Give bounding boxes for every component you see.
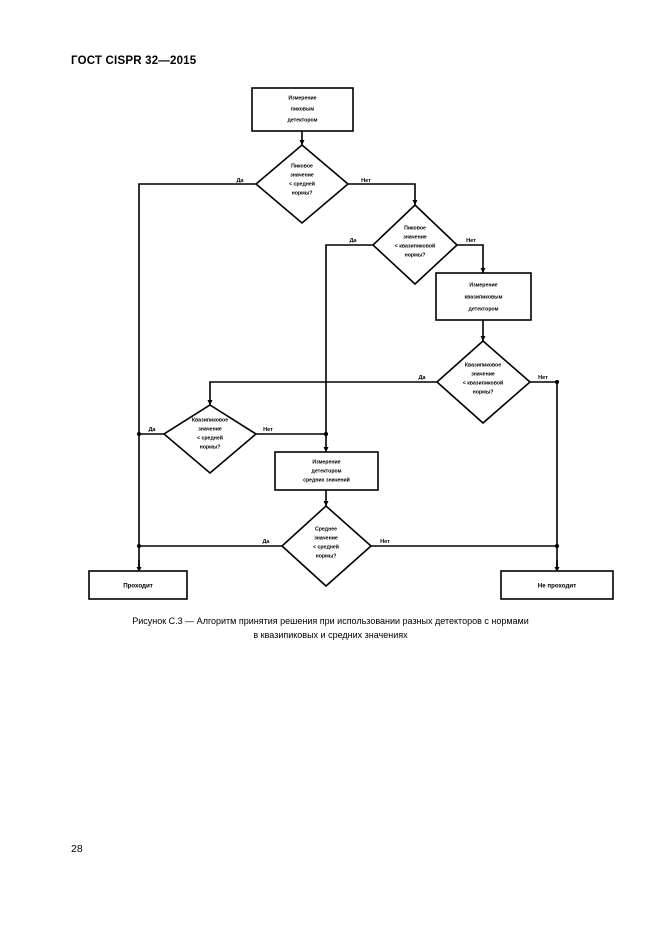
junction-dot-mid-434 <box>323 431 329 437</box>
svg-text:< средней: < средней <box>197 434 223 441</box>
node-decision-peak-vs-avg[interactable]: Пиковое значение < средней нормы? <box>254 143 350 225</box>
svg-text:Измерение: Измерение <box>288 95 316 101</box>
svg-text:детектором: детектором <box>288 117 318 123</box>
connector-d1-no <box>348 183 418 206</box>
edge-label-peak-avg-no: Нет <box>361 178 371 184</box>
junction-dot-left-434 <box>136 431 142 437</box>
figure-caption-line2: в квазипиковых и средних значениях <box>253 630 408 640</box>
svg-text:пиковым: пиковым <box>291 106 315 112</box>
svg-text:Пиковое: Пиковое <box>404 225 426 231</box>
node-decision-qp-vs-qp[interactable]: Квазипиковое значение < квазипиковой нор… <box>435 339 532 425</box>
svg-text:Проходит: Проходит <box>123 583 153 590</box>
svg-text:Пиковое: Пиковое <box>291 163 313 169</box>
svg-text:< квазипиковой: < квазипиковой <box>463 379 503 386</box>
svg-text:нормы?: нормы? <box>316 553 337 559</box>
edge-label-qp-avg-no: Нет <box>263 427 273 433</box>
edge-label-qp-avg-yes: Да <box>148 427 156 433</box>
page-number: 28 <box>71 843 83 855</box>
node-terminal-pass[interactable]: Проходит <box>88 570 188 600</box>
svg-text:< средней: < средней <box>313 543 339 550</box>
figure-caption: Рисунок С.3 — Алгоритм принятия решения … <box>71 614 590 642</box>
connector-d1-yes <box>138 183 256 568</box>
svg-text:детектором: детектором <box>469 306 499 312</box>
svg-text:значение: значение <box>198 426 222 432</box>
svg-text:нормы?: нормы? <box>405 252 426 258</box>
connector-d3-no <box>530 381 558 568</box>
svg-text:средних значений: средних значений <box>303 476 350 483</box>
node-decision-peak-vs-qp[interactable]: Пиковое значение < квазипиковой нормы? <box>371 203 459 286</box>
svg-text:< квазипиковой: < квазипиковой <box>395 242 435 249</box>
svg-text:Измерение: Измерение <box>469 282 497 288</box>
svg-text:значение: значение <box>290 172 314 178</box>
document-header: ГОСТ CISPR 32—2015 <box>71 55 197 67</box>
svg-text:Не проходит: Не проходит <box>538 583 577 590</box>
edge-label-peak-qp-no: Нет <box>466 238 476 244</box>
svg-text:значение: значение <box>403 234 427 240</box>
svg-text:детектором: детектором <box>312 468 342 474</box>
junction-dot-right-382 <box>554 379 560 385</box>
connector-d2-yes <box>323 244 373 453</box>
svg-text:Среднее: Среднее <box>315 526 337 532</box>
junction-dot-left-546 <box>136 543 142 549</box>
edge-label-qp-qp-yes: Да <box>418 375 426 381</box>
svg-text:квазипиковым: квазипиковым <box>465 294 503 300</box>
node-decision-avg-vs-avg[interactable]: Среднее значение < средней нормы? <box>280 504 373 588</box>
edge-label-peak-avg-yes: Да <box>236 178 244 184</box>
connector-d2-no <box>457 244 486 274</box>
node-terminal-fail[interactable]: Не проходит <box>500 570 614 600</box>
edge-label-qp-qp-no: Нет <box>538 375 548 381</box>
node-start-peak-measure[interactable]: Измерение пиковым детектором <box>251 87 354 132</box>
svg-text:значение: значение <box>471 371 495 377</box>
svg-text:нормы?: нормы? <box>200 444 221 450</box>
edge-label-avg-avg-yes: Да <box>262 539 270 545</box>
svg-text:Квазипиковое: Квазипиковое <box>192 417 228 423</box>
figure-caption-line1: Рисунок С.3 — Алгоритм принятия решения … <box>132 616 529 626</box>
svg-text:< средней: < средней <box>289 180 315 187</box>
svg-text:нормы?: нормы? <box>292 190 313 196</box>
node-avg-measure[interactable]: Измерение детектором средних значений <box>274 451 379 491</box>
node-decision-qp-vs-avg[interactable]: Квазипиковое значение < средней нормы? <box>162 404 258 475</box>
node-qp-measure[interactable]: Измерение квазипиковым детектором <box>435 272 532 321</box>
svg-text:значение: значение <box>314 535 338 541</box>
svg-text:Квазипиковое: Квазипиковое <box>465 362 501 368</box>
edge-label-avg-avg-no: Нет <box>380 539 390 545</box>
svg-text:нормы?: нормы? <box>473 389 494 395</box>
svg-text:Измерение: Измерение <box>312 459 340 465</box>
connector-d3-yes <box>207 381 437 406</box>
junction-dot-right-546 <box>554 543 560 549</box>
edge-label-peak-qp-yes: Да <box>349 238 357 244</box>
